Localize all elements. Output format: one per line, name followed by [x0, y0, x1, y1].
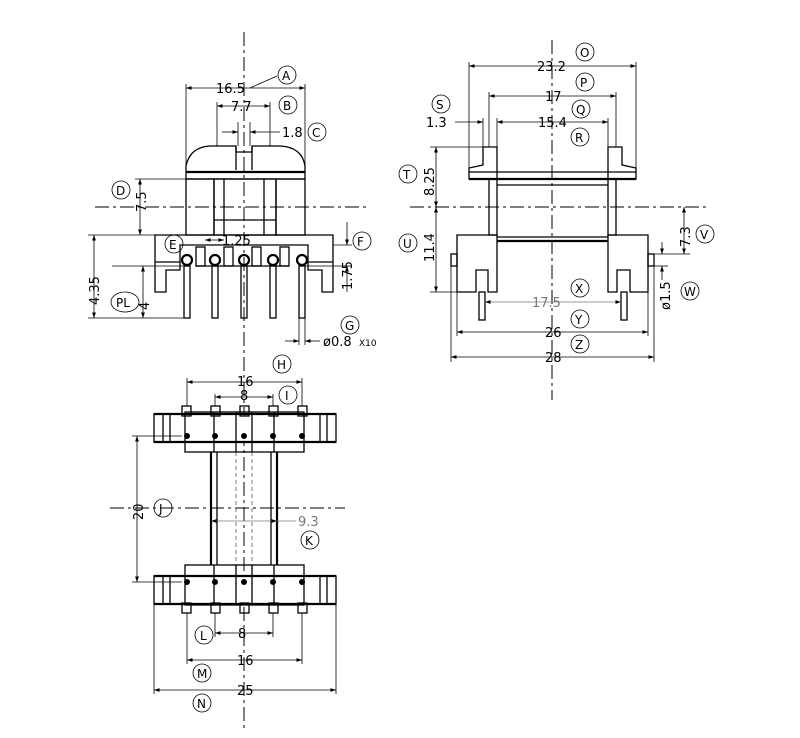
label-e: E	[169, 238, 177, 252]
label-y: Y	[574, 313, 583, 327]
label-h: H	[277, 358, 286, 372]
label-t: T	[402, 168, 411, 182]
label-i: I	[285, 389, 289, 403]
bottom-view: 16 H 8 I 20 J 9.3 K 8 L 16	[110, 354, 345, 713]
dim-g-value: ø0.8	[323, 335, 352, 350]
label-g: G	[345, 319, 354, 333]
dim-j-value: 20	[132, 503, 147, 520]
label-r: R	[575, 131, 583, 145]
side-view: 23.2 O 17 P 15.4 Q R 1.3 S 8.25 T 11	[398, 40, 715, 400]
dim-s-value: 1.3	[426, 116, 447, 131]
label-x: X	[575, 282, 583, 296]
label-b: B	[283, 99, 291, 113]
dim-h-value: 16	[237, 375, 254, 390]
label-pl: PL	[116, 296, 130, 310]
label-m: M	[197, 667, 207, 681]
dim-g-count: X10	[359, 339, 377, 349]
label-s: S	[436, 98, 444, 112]
dim-f-value: 1.75	[341, 261, 356, 290]
dim-m-value: 16	[237, 654, 254, 669]
dim-pin-height-value: 4.35	[88, 276, 103, 305]
label-a: A	[282, 69, 291, 83]
label-p: P	[580, 76, 587, 90]
label-o: O	[580, 46, 589, 60]
label-k: K	[305, 534, 314, 548]
dim-t-value: 8.25	[423, 167, 438, 196]
label-u: U	[403, 237, 412, 251]
dim-v-value: 7.3	[679, 226, 694, 247]
label-d: D	[116, 184, 125, 198]
dim-e-value: 1.25	[222, 234, 251, 249]
dim-p-value: 17	[545, 90, 562, 105]
label-n: N	[197, 697, 206, 711]
dim-u-value: 11.4	[423, 233, 438, 262]
label-c: C	[312, 126, 320, 140]
dim-l-value: 8	[238, 627, 246, 642]
dim-y-value: 26	[545, 326, 562, 341]
dim-c-value: 1.8	[282, 126, 303, 141]
label-j: J	[158, 502, 163, 516]
label-z: Z	[575, 338, 583, 352]
front-view: 16.5 A 7.7 B 1.8 C 7.5 D 4.35 4	[88, 32, 377, 732]
dim-x-value: 17.5	[532, 296, 561, 311]
dim-b-value: 7.7	[231, 100, 252, 115]
dim-o-value: 23.2	[537, 60, 566, 75]
label-v: V	[700, 228, 709, 242]
dim-n-value: 25	[237, 684, 254, 699]
dim-w-value: ø1.5	[659, 281, 674, 310]
dim-z-value: 28	[545, 351, 562, 366]
dim-pl-value: 4	[138, 302, 153, 310]
dim-q-value: 15.4	[538, 116, 567, 131]
label-w: W	[684, 285, 696, 299]
dim-d-value: 7.5	[135, 191, 150, 212]
label-q: Q	[576, 103, 585, 117]
label-l: L	[200, 629, 207, 643]
dim-a-value: 16.5	[216, 82, 245, 97]
dim-i-value: 8	[240, 389, 248, 404]
dim-k-value: 9.3	[298, 515, 319, 530]
label-f: F	[357, 235, 364, 249]
